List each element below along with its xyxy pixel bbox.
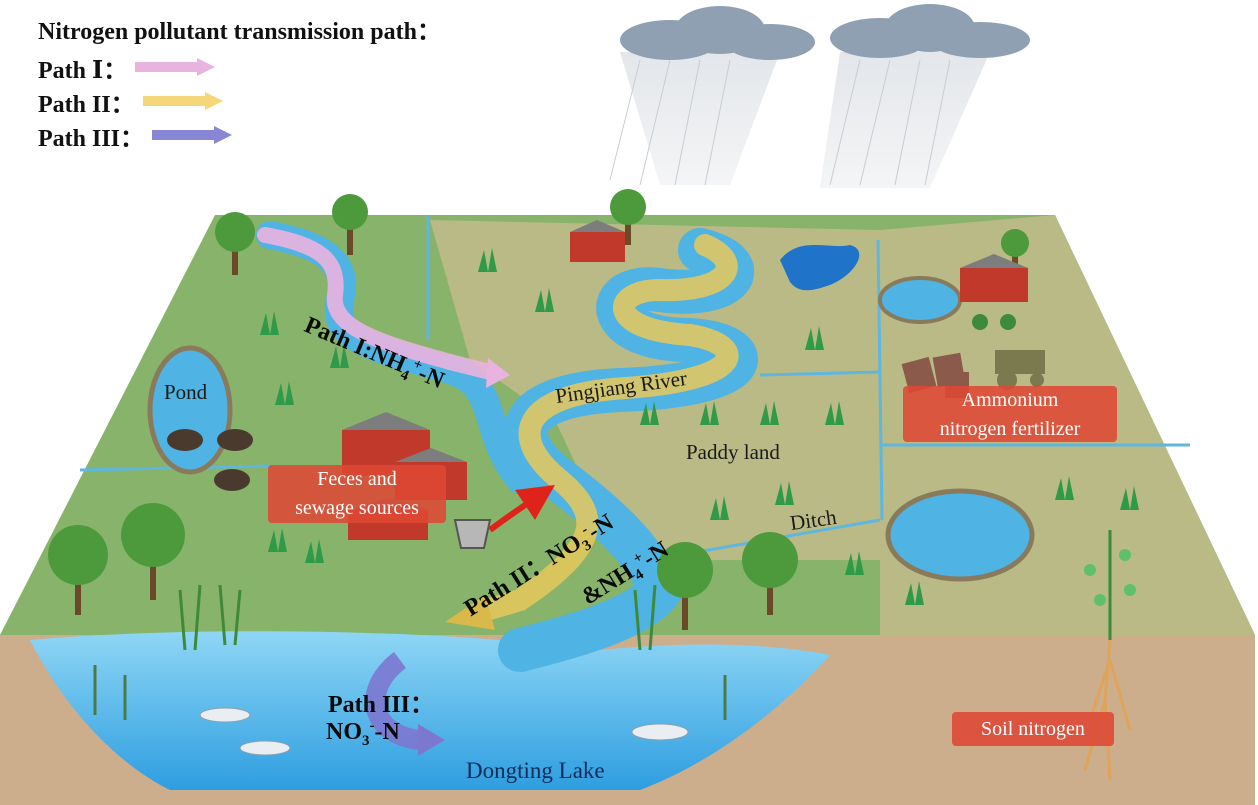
grass-icon <box>805 326 824 350</box>
fish-icon <box>199 707 251 723</box>
sewage-arrow <box>488 485 555 533</box>
tree-icon <box>121 503 185 600</box>
path-three-text-b: -N <box>374 719 400 745</box>
grass-icon <box>260 311 279 335</box>
grass-icon <box>1120 486 1139 510</box>
paddy-label: Paddy land <box>686 440 780 464</box>
legend-title: Nitrogen pollutant transmission path： <box>38 19 441 45</box>
rain-cloud-shower <box>820 52 990 188</box>
bucket-icon <box>453 519 492 549</box>
path-three-arrow <box>365 652 422 750</box>
lake <box>30 631 830 790</box>
grass-icon <box>275 381 294 405</box>
feces-box-line-1: Feces and <box>317 468 397 490</box>
tree-icon <box>1001 229 1029 268</box>
tractor-icon <box>995 350 1045 390</box>
grass-icon <box>478 248 497 272</box>
duck-icon <box>214 469 250 491</box>
fertilizer-box-line-2: nitrogen fertilizer <box>939 418 1081 440</box>
fish-icon <box>239 740 291 756</box>
path-three-arrowhead <box>418 724 445 756</box>
grass-icon <box>825 401 844 425</box>
tree-icon <box>215 212 255 275</box>
legend-arrow-path-1 <box>135 58 216 76</box>
grass-icon <box>305 539 324 563</box>
legend-label-path-3: Path III： <box>38 125 145 152</box>
fertilizer-box-line-1: Ammonium <box>961 389 1059 411</box>
grass-icon <box>268 528 287 552</box>
fish-icon <box>631 723 689 741</box>
grass-icon <box>845 551 864 575</box>
legend-label-path-1: Path Ⅰ： <box>38 57 128 84</box>
rain-cloud-shower <box>620 52 780 185</box>
watermelon-icon <box>972 314 988 330</box>
tree-icon <box>742 532 798 615</box>
path-two-arrowhead <box>445 595 495 630</box>
pond-label: Pond <box>164 380 208 404</box>
grass-tufts <box>260 248 1139 605</box>
trees <box>48 189 1029 630</box>
ducks <box>167 429 253 491</box>
watermelon-icon <box>1000 314 1016 330</box>
soil-nitrogen-box: Soil nitrogen <box>952 712 1114 746</box>
grass-icon <box>640 401 659 425</box>
fish-pond-top <box>878 276 962 324</box>
path-three-sub: 3 <box>362 732 370 749</box>
tree-icon <box>610 189 646 245</box>
pollutant-splash <box>780 245 860 291</box>
plant-with-roots <box>1083 530 1136 781</box>
legend-item-path-3: Path III： <box>38 118 441 152</box>
grass-icon <box>1055 476 1074 500</box>
path-one-arrow <box>257 227 498 380</box>
grass-icon <box>700 401 719 425</box>
tree-icon <box>657 542 713 630</box>
path-three-sup: - <box>369 718 375 734</box>
legend-arrow-path-3 <box>152 126 233 144</box>
duck-icon <box>217 429 253 451</box>
barn-icon <box>960 254 1028 302</box>
legend-label-path-2: Path II： <box>38 91 135 118</box>
grass-icon <box>535 288 554 312</box>
grass-icon <box>775 481 794 505</box>
feces-box-line-2: sewage sources <box>295 497 419 519</box>
legend-item-path-2: Path II： <box>38 84 441 118</box>
path-three-formula: NO3--N <box>326 718 400 750</box>
grass-icon <box>760 401 779 425</box>
path-two-arrow <box>469 234 739 623</box>
fish <box>199 707 689 756</box>
tree-icon <box>48 525 108 615</box>
path-three-title: Path III： <box>328 692 435 718</box>
ditch-lines <box>79 215 1190 557</box>
tree-icon <box>332 194 368 255</box>
legend-item-path-1: Path Ⅰ： <box>38 50 441 84</box>
legend-arrow-path-2 <box>142 92 223 110</box>
path-three-text-a: NO <box>326 719 362 745</box>
pond <box>147 345 233 475</box>
rain-cloud <box>609 4 1030 188</box>
grass-icon <box>905 581 924 605</box>
water-plants <box>93 665 727 720</box>
reeds <box>178 584 657 651</box>
duck-icon <box>167 429 203 451</box>
path-one-arrowhead <box>486 358 510 388</box>
lake-label: Dongting Lake <box>466 758 605 783</box>
grass-icon <box>710 496 729 520</box>
shrimp-pond <box>885 488 1035 582</box>
barn-icon <box>570 220 625 262</box>
legend: Nitrogen pollutant transmission path： Pa… <box>38 14 441 152</box>
feces-sewage-box: Feces and sewage sources <box>268 465 446 523</box>
grass-icon <box>330 344 349 368</box>
fertilizer-box: Ammonium nitrogen fertilizer <box>903 386 1117 442</box>
